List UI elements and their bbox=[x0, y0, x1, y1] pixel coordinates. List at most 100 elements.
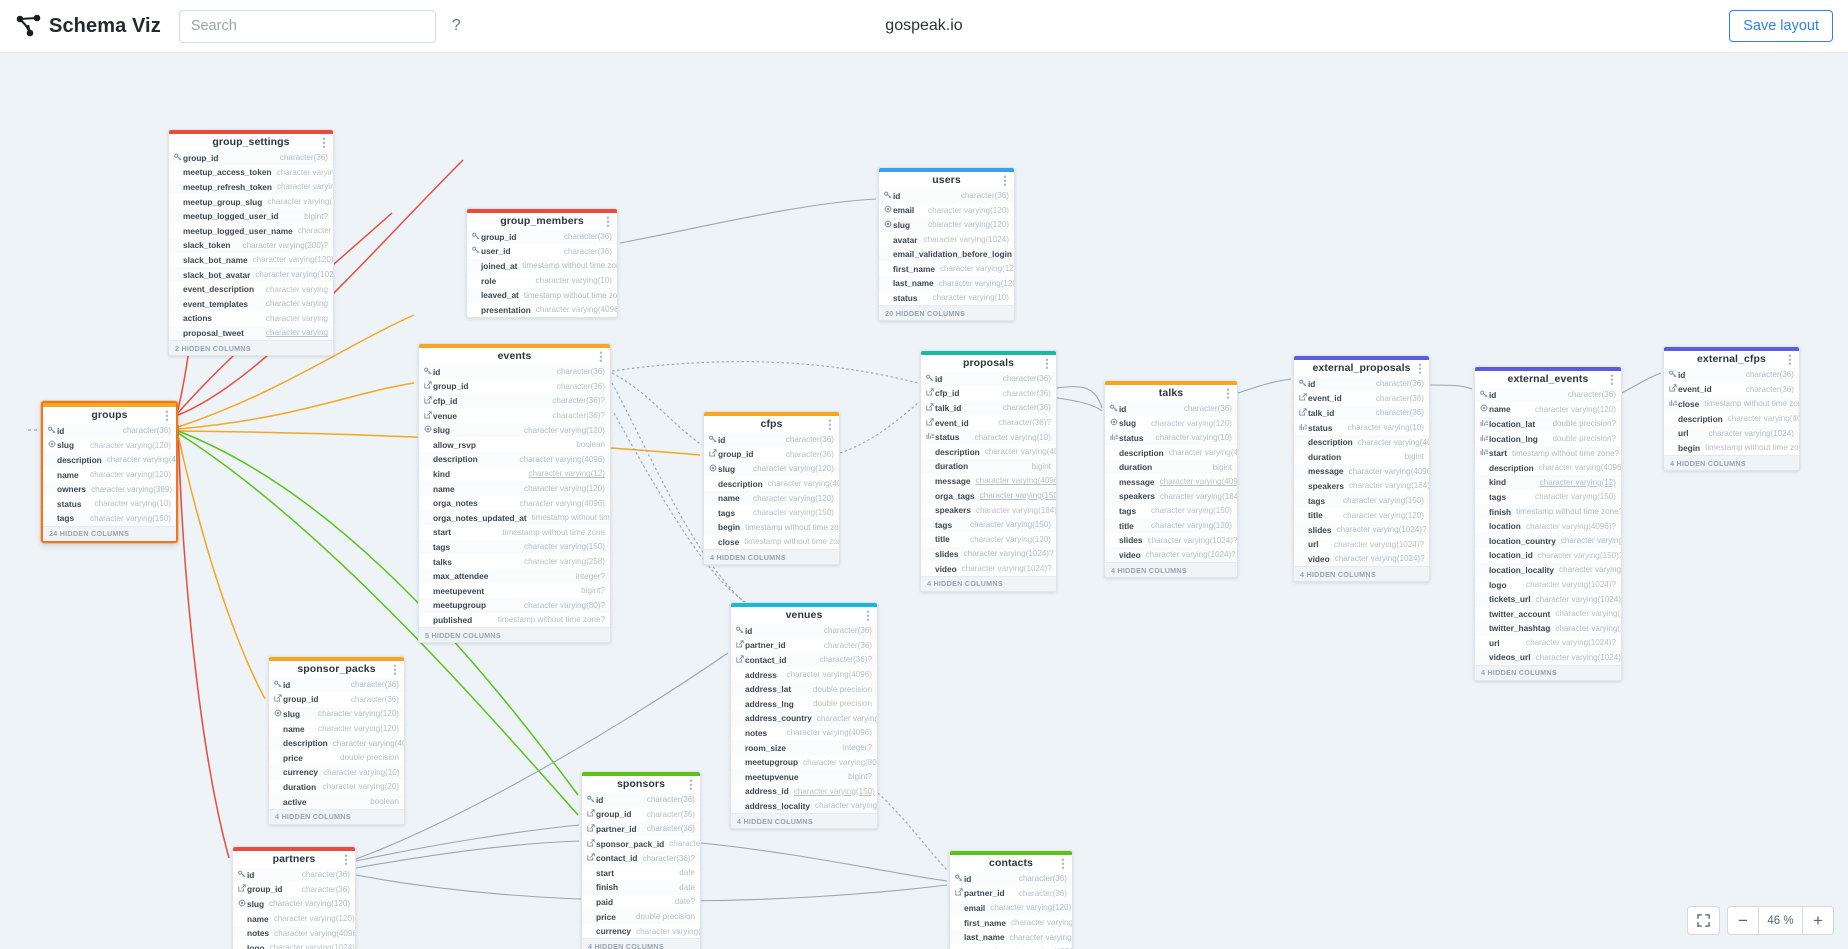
table-header[interactable]: events••• bbox=[419, 347, 610, 365]
table-menu-icon[interactable]: ••• bbox=[606, 212, 610, 231]
table-menu-icon[interactable]: ••• bbox=[689, 775, 693, 794]
table-menu-icon[interactable]: ••• bbox=[1418, 359, 1422, 378]
table-menu-icon[interactable]: ••• bbox=[1610, 370, 1614, 389]
table-menu-icon[interactable]: ••• bbox=[1061, 854, 1065, 873]
table-menu-icon[interactable]: ••• bbox=[1226, 384, 1230, 403]
fit-screen-icon[interactable] bbox=[1688, 906, 1719, 935]
zoom-in-button[interactable]: + bbox=[1813, 910, 1823, 930]
table-header[interactable]: proposals••• bbox=[921, 354, 1056, 373]
table-header[interactable]: cfps••• bbox=[704, 415, 839, 434]
table-header[interactable]: sponsor_packs••• bbox=[269, 660, 404, 678]
hidden-columns-label[interactable]: 4 HIDDEN COLUMNS bbox=[921, 575, 1056, 591]
table-menu-icon[interactable]: ••• bbox=[344, 850, 348, 869]
table-header[interactable]: external_cfps••• bbox=[1664, 350, 1799, 368]
table-header[interactable]: group_members••• bbox=[467, 212, 617, 231]
hidden-columns-label[interactable]: 4 HIDDEN COLUMNS bbox=[1664, 455, 1799, 471]
hidden-columns-label[interactable]: 20 HIDDEN COLUMNS bbox=[879, 305, 1014, 321]
hidden-columns-label[interactable]: 2 HIDDEN COLUMNS bbox=[169, 340, 333, 356]
zoom-out-button[interactable]: − bbox=[1738, 910, 1748, 930]
search-input[interactable] bbox=[178, 9, 436, 43]
table-menu-icon[interactable]: ••• bbox=[322, 133, 326, 152]
table-menu-icon[interactable]: ••• bbox=[1045, 354, 1049, 373]
table-header[interactable]: contacts••• bbox=[950, 854, 1072, 873]
table-menu-icon[interactable]: ••• bbox=[828, 415, 832, 434]
table-header[interactable]: talks••• bbox=[1105, 384, 1237, 403]
help-icon[interactable]: ? bbox=[451, 17, 461, 34]
